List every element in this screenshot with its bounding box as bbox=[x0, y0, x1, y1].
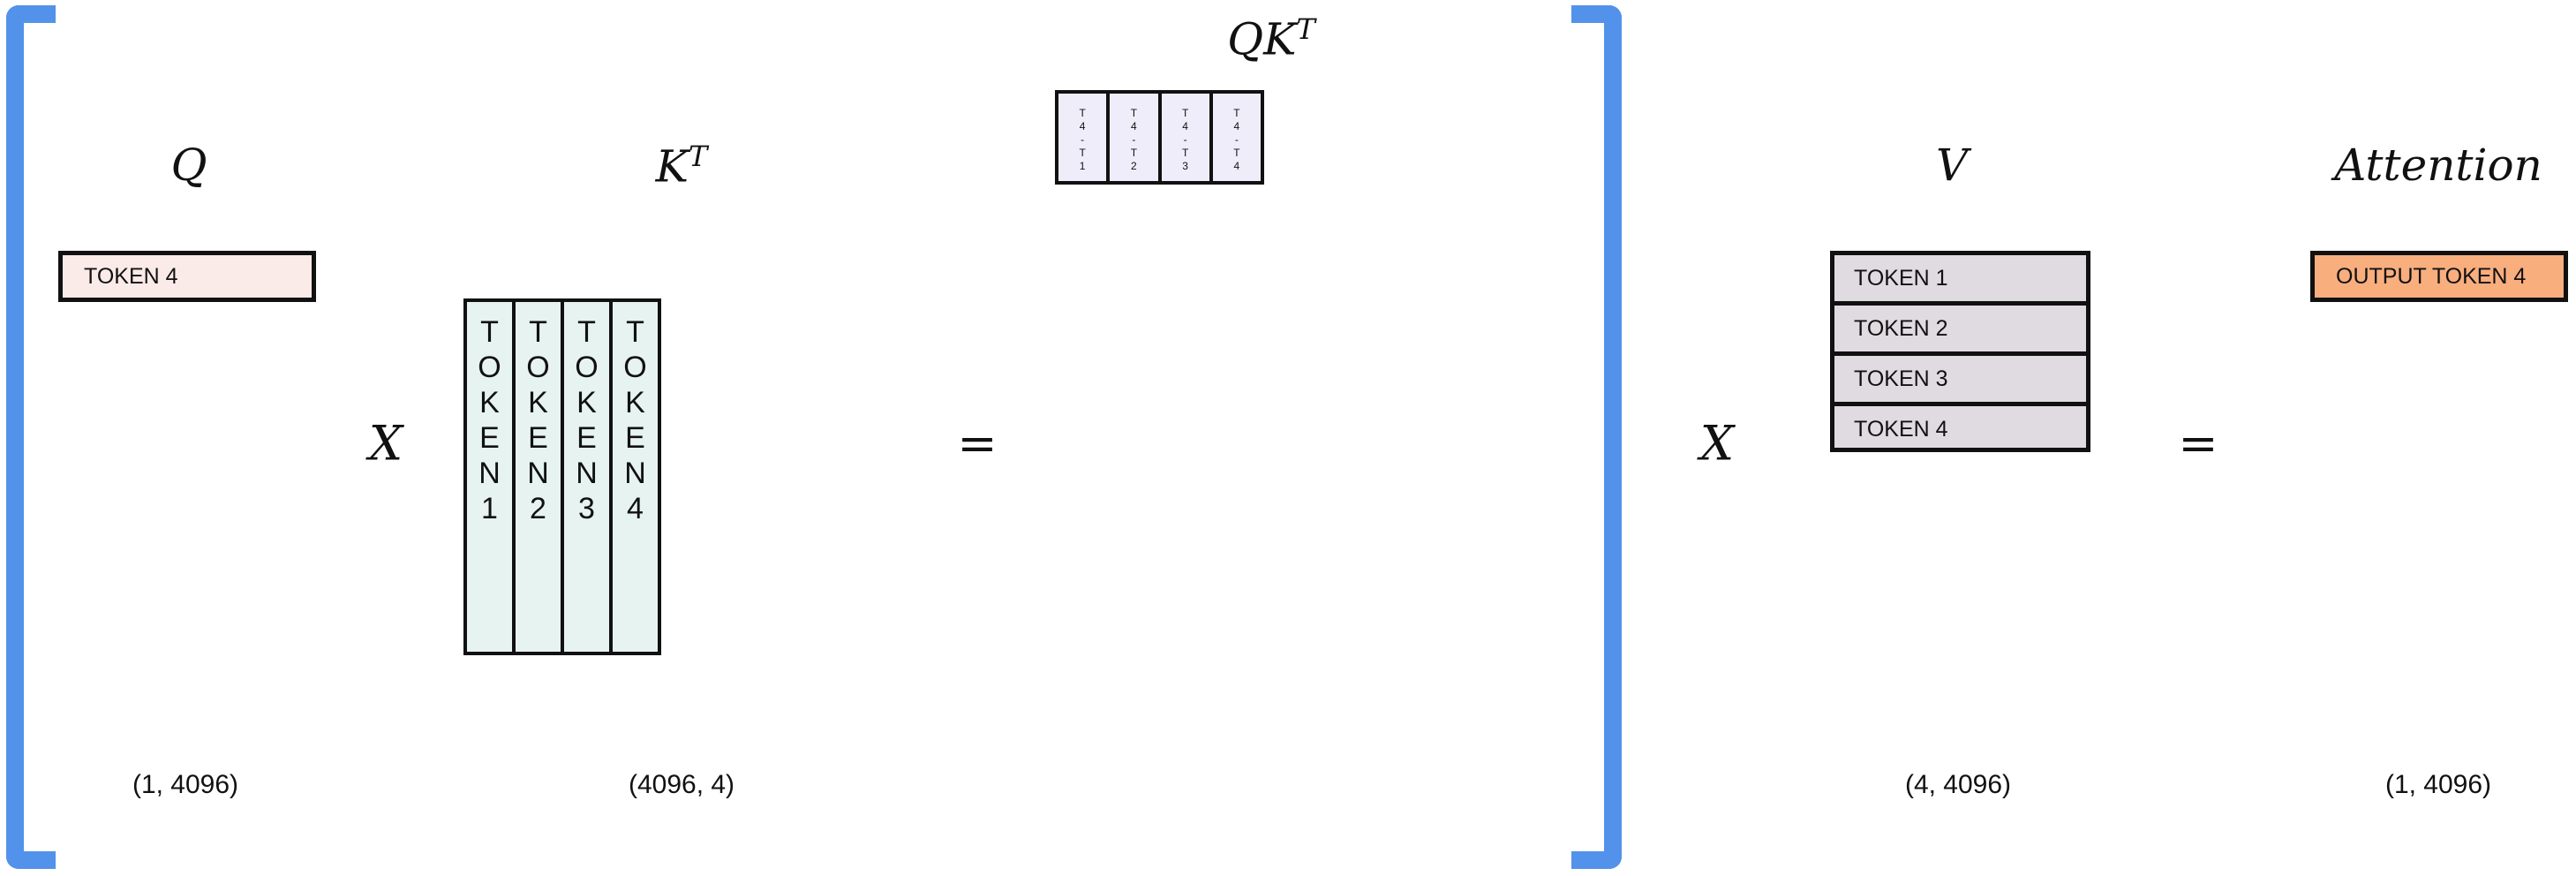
qkt-column-char: 4 bbox=[1233, 120, 1240, 132]
kt-label-base: K bbox=[655, 140, 689, 193]
q-label: Q bbox=[170, 140, 207, 191]
kt-column-char: T bbox=[480, 315, 499, 349]
qkt-column-char: - bbox=[1081, 133, 1085, 146]
qkt-column-char: T bbox=[1233, 147, 1240, 159]
qkt-column-char: T bbox=[1079, 147, 1086, 159]
v-dimension: (4, 4096) bbox=[1904, 770, 2012, 799]
kt-column-char: O bbox=[526, 351, 550, 384]
qkt-column-char: 1 bbox=[1079, 160, 1086, 172]
q-matrix-row: TOKEN 4 bbox=[58, 251, 316, 302]
kt-column-char: K bbox=[528, 386, 548, 419]
qkt-column-char: 4 bbox=[1233, 160, 1240, 172]
v-matrix: TOKEN 1 TOKEN 2 TOKEN 3 TOKEN 4 bbox=[1830, 251, 2090, 452]
qkt-column-char: T bbox=[1130, 107, 1138, 119]
v-row-3: TOKEN 3 bbox=[1834, 356, 2086, 406]
kt-column-char: 3 bbox=[578, 492, 595, 525]
equals-operator-2: = bbox=[2178, 415, 2218, 472]
qkt-column-char: 4 bbox=[1131, 120, 1137, 132]
qkt-column-char: 4 bbox=[1079, 120, 1086, 132]
left-bracket bbox=[6, 5, 56, 869]
qkt-column-char: T bbox=[1181, 107, 1189, 119]
equals-operator-1: = bbox=[957, 415, 998, 472]
output-row-label: OUTPUT TOKEN 4 bbox=[2336, 263, 2527, 289]
kt-column-char: N bbox=[527, 457, 549, 490]
kt-column-char: O bbox=[575, 351, 599, 384]
kt-column-char: E bbox=[528, 421, 548, 455]
kt-label: KT bbox=[656, 140, 708, 193]
qkt-label-base: QK bbox=[1227, 13, 1297, 65]
qkt-column-char: T bbox=[1130, 147, 1138, 159]
kt-column-char: K bbox=[576, 386, 597, 419]
qkt-column-char: - bbox=[1234, 133, 1239, 146]
kt-column-char: 4 bbox=[627, 492, 644, 525]
kt-column-char: E bbox=[576, 421, 597, 455]
kt-label-sup: T bbox=[689, 140, 708, 173]
output-matrix-row: OUTPUT TOKEN 4 bbox=[2310, 251, 2568, 302]
kt-column-char: 2 bbox=[530, 492, 546, 525]
kt-column-char: T bbox=[577, 315, 596, 349]
qkt-column-char: T bbox=[1233, 107, 1240, 119]
multiply-operator-1: X bbox=[368, 415, 403, 472]
v-row-4: TOKEN 4 bbox=[1854, 416, 1948, 442]
qkt-column-char: 4 bbox=[1182, 120, 1188, 132]
qkt-column-char: - bbox=[1183, 133, 1187, 146]
kt-column-char: T bbox=[626, 315, 644, 349]
kt-column-char: T bbox=[529, 315, 547, 349]
qkt-column-char: T bbox=[1079, 107, 1086, 119]
v-row-2: TOKEN 2 bbox=[1834, 306, 2086, 356]
kt-column-char: 1 bbox=[481, 492, 498, 525]
kt-column-char: O bbox=[478, 351, 501, 384]
kt-column-char: E bbox=[479, 421, 500, 455]
qkt-column-char: 3 bbox=[1182, 160, 1188, 172]
multiply-operator-2: X bbox=[1699, 415, 1735, 472]
qkt-column-char: - bbox=[1132, 133, 1136, 146]
kt-column-char: N bbox=[576, 457, 598, 490]
kt-column-char: K bbox=[625, 386, 645, 419]
q-dimension: (1, 4096) bbox=[132, 770, 239, 799]
kt-column-char: E bbox=[625, 421, 645, 455]
v-label: V bbox=[1935, 140, 1969, 191]
kt-column-char: O bbox=[623, 351, 647, 384]
qkt-column-char: T bbox=[1181, 147, 1189, 159]
attention-label: Attention bbox=[2334, 140, 2542, 191]
v-row-1: TOKEN 1 bbox=[1834, 255, 2086, 306]
kt-column-char: N bbox=[478, 457, 501, 490]
kt-column-char: K bbox=[479, 386, 500, 419]
kt-column-char: N bbox=[624, 457, 646, 490]
attention-dimension: (1, 4096) bbox=[2384, 770, 2492, 799]
qkt-label-sup: T bbox=[1296, 12, 1315, 46]
kt-dimension: (4096, 4) bbox=[628, 770, 735, 799]
qkt-column-char: 2 bbox=[1131, 160, 1137, 172]
q-row-label: TOKEN 4 bbox=[84, 263, 178, 289]
qkt-label: QKT bbox=[1227, 12, 1315, 65]
right-bracket bbox=[1571, 5, 1622, 869]
